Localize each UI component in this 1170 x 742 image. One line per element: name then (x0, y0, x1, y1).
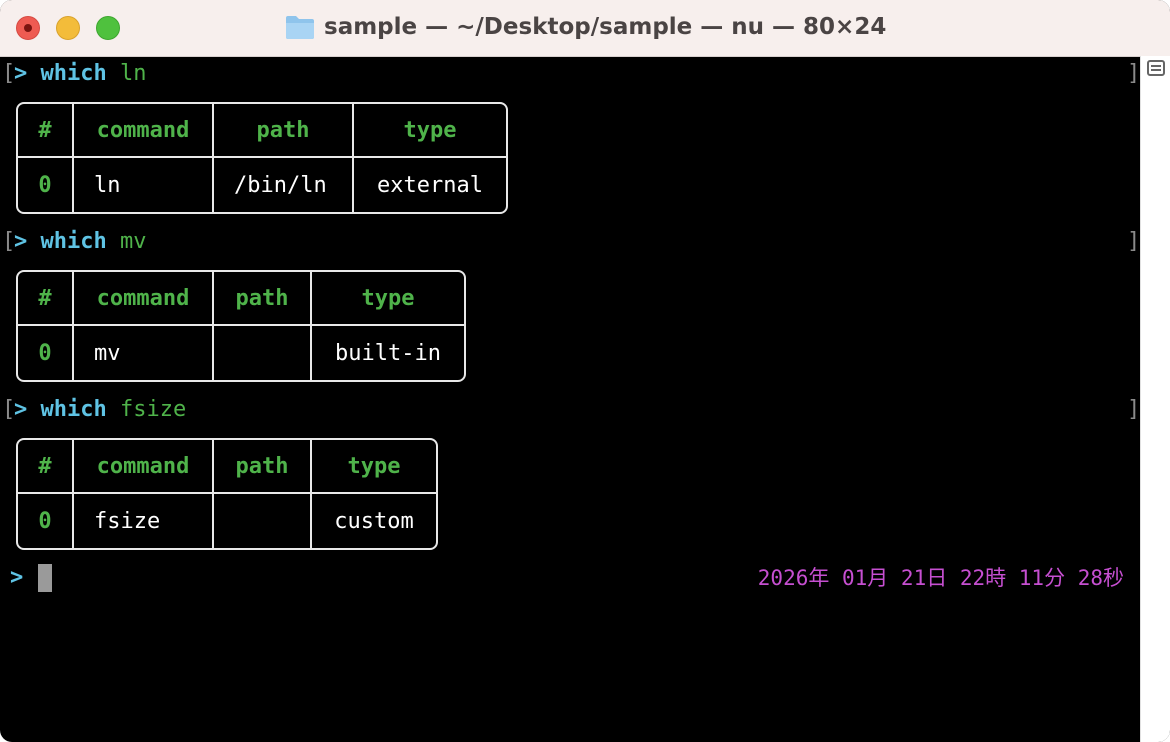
scroll-marker-icon[interactable] (1147, 60, 1165, 76)
mark-bracket-close-icon: ] (1127, 397, 1141, 422)
row-index: 0 (18, 494, 74, 548)
prompt-indicator: > (14, 61, 28, 86)
path-cell (214, 494, 312, 548)
terminal-content[interactable]: [ ] > which ln # command path type 0 ln … (0, 56, 1140, 742)
table-header-row: # command path type (18, 104, 506, 158)
column-header: # (18, 272, 74, 326)
close-button[interactable] (16, 16, 40, 40)
column-header: command (74, 272, 214, 326)
command-line: > which fsize (14, 393, 186, 427)
column-header: command (74, 104, 214, 158)
column-header: path (214, 272, 312, 326)
result-table: # command path type 0 fsize custom (16, 438, 438, 550)
column-header: type (354, 104, 506, 158)
mark-bracket-open-icon: [ (2, 61, 16, 86)
command-cell: mv (74, 326, 214, 380)
current-prompt-line: > (10, 561, 23, 595)
prompt-indicator: > (10, 565, 24, 590)
column-header: # (18, 104, 74, 158)
path-cell (214, 326, 312, 380)
mark-bracket-open-icon: [ (2, 397, 16, 422)
zoom-button[interactable] (96, 16, 120, 40)
prompt-indicator: > (14, 397, 28, 422)
row-index: 0 (18, 158, 74, 212)
title-bar: sample — ~/Desktop/sample — nu — 80×24 (0, 0, 1170, 57)
column-header: type (312, 440, 436, 494)
command-name: which (40, 61, 107, 86)
result-table: # command path type 0 mv built-in (16, 270, 466, 382)
prompt-indicator: > (14, 229, 28, 254)
command-argument: fsize (119, 397, 187, 422)
mark-bracket-close-icon: ] (1127, 229, 1141, 254)
command-cell: ln (74, 158, 214, 212)
command-line: > which ln (14, 57, 146, 91)
column-header: path (214, 104, 354, 158)
window-title: sample — ~/Desktop/sample — nu — 80×24 (324, 14, 887, 40)
close-dot-icon (24, 24, 32, 32)
column-header: command (74, 440, 214, 494)
result-table: # command path type 0 ln /bin/ln externa… (16, 102, 508, 214)
command-name: which (40, 229, 107, 254)
column-header: type (312, 272, 464, 326)
table-row: 0 mv built-in (18, 326, 464, 380)
text-cursor[interactable] (38, 564, 52, 592)
table-row: 0 ln /bin/ln external (18, 158, 506, 212)
command-argument: mv (119, 229, 147, 254)
minimize-button[interactable] (56, 16, 80, 40)
type-cell: external (377, 172, 483, 198)
command-cell: fsize (74, 494, 214, 548)
row-index: 0 (18, 326, 74, 380)
folder-icon (286, 16, 314, 39)
mark-bracket-open-icon: [ (2, 229, 16, 254)
mark-bracket-close-icon: ] (1127, 61, 1141, 86)
column-header: # (18, 440, 74, 494)
column-header: path (214, 440, 312, 494)
path-cell: /bin/ln (214, 158, 354, 212)
scrollbar[interactable] (1140, 56, 1170, 742)
table-header-row: # command path type (18, 272, 464, 326)
table-row: 0 fsize custom (18, 494, 436, 548)
command-name: which (40, 397, 107, 422)
prompt-datetime: 2026年 01月 21日 22時 11分 28秒 (757, 566, 1124, 590)
type-cell: built-in (335, 340, 441, 366)
command-line: > which mv (14, 225, 146, 259)
table-header-row: # command path type (18, 440, 436, 494)
type-cell: custom (334, 508, 414, 534)
command-argument: ln (119, 61, 147, 86)
